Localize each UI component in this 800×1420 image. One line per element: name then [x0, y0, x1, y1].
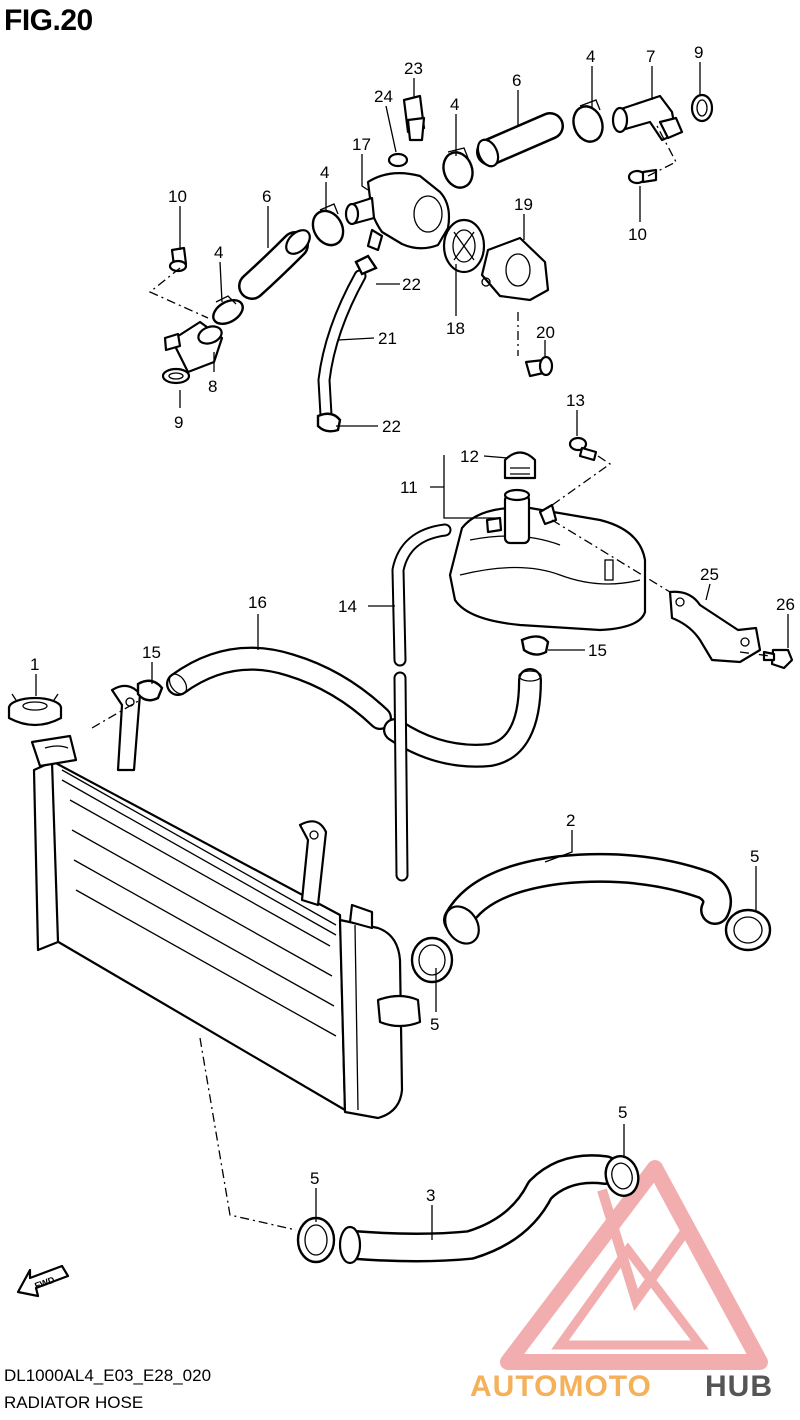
callout-14: 14 — [338, 597, 357, 616]
clamp-5-d — [604, 1155, 640, 1197]
clamp-5-b — [724, 908, 772, 952]
forward-arrow-icon — [16, 1264, 70, 1298]
callout-20: 20 — [536, 323, 555, 342]
callout-3: 3 — [426, 1186, 435, 1205]
clamp-4-a — [311, 203, 345, 247]
thermostat — [442, 218, 486, 274]
callout-16: 16 — [248, 593, 267, 612]
clamp-5-a — [410, 936, 454, 984]
callout-17: 17 — [352, 135, 371, 154]
automotohub-watermark-logo — [500, 1160, 768, 1370]
callout-21: 21 — [378, 329, 397, 348]
leader-lines — [35, 62, 789, 1240]
callout-10b: 10 — [168, 187, 187, 206]
callout-labels: 1 2 3 4 4 4 4 5 5 5 5 6 6 7 8 9 9 10 10 … — [30, 43, 795, 1205]
callout-5a: 5 — [430, 1015, 439, 1034]
hose-14 — [391, 523, 452, 882]
figure-label: FIG.20 — [4, 4, 93, 37]
callout-6b: 6 — [512, 71, 521, 90]
callout-9a: 9 — [694, 43, 703, 62]
callout-5b: 5 — [750, 847, 759, 866]
clamp-15-left — [136, 679, 164, 702]
callout-19: 19 — [514, 195, 533, 214]
water-pipe-8 — [163, 320, 224, 374]
hose-21 — [317, 269, 367, 422]
o-ring-9-right — [690, 93, 714, 123]
callout-4a: 4 — [320, 163, 329, 182]
bolt-26 — [762, 648, 794, 670]
callout-8: 8 — [208, 377, 217, 396]
callout-11: 11 — [400, 478, 418, 497]
callout-15a: 15 — [588, 641, 607, 660]
o-ring-9-left — [161, 367, 191, 385]
thermostat-housing — [344, 171, 451, 252]
callout-2: 2 — [566, 811, 575, 830]
callout-10a: 10 — [628, 225, 647, 244]
callout-22a: 22 — [402, 275, 421, 294]
callout-1: 1 — [30, 655, 39, 674]
radiator-core — [30, 684, 422, 1120]
bolt-10-left — [168, 246, 188, 273]
callout-5d: 5 — [618, 1103, 627, 1122]
clamp-5-c — [296, 1216, 336, 1264]
callout-12: 12 — [460, 447, 479, 466]
gasket-24 — [387, 152, 409, 168]
bolt-20 — [524, 355, 554, 378]
model-code: DL1000AL4_E03_E28_020 — [4, 1366, 212, 1385]
reservoir-tank — [448, 488, 647, 632]
tank-bracket — [668, 590, 762, 664]
clamp-4-c — [572, 99, 604, 143]
alignment-lines — [91, 123, 771, 1231]
callout-25: 25 — [700, 565, 719, 584]
clamp-15-right — [520, 635, 550, 656]
thermostat-cover — [480, 236, 550, 302]
water-pipe-7 — [611, 94, 684, 142]
hose-2 — [443, 852, 732, 945]
callout-4b: 4 — [450, 95, 459, 114]
bolt-10-right — [627, 168, 658, 185]
callout-7: 7 — [646, 47, 655, 66]
hose-6-right — [476, 112, 564, 168]
callout-6a: 6 — [262, 187, 271, 206]
callout-23: 23 — [404, 59, 423, 78]
bolt-13 — [568, 436, 598, 462]
temperature-sensor — [402, 94, 426, 142]
clamp-4-b — [442, 147, 474, 189]
hose-16 — [166, 646, 542, 768]
callout-18: 18 — [446, 319, 465, 338]
tank-cap — [503, 451, 537, 480]
callout-24: 24 — [374, 87, 393, 106]
callout-26: 26 — [776, 595, 795, 614]
hose-3 — [338, 1154, 620, 1265]
clamp-22-upper — [354, 254, 378, 276]
callout-4c: 4 — [586, 47, 595, 66]
watermark-brand-part2: HUB — [705, 1370, 773, 1403]
clamp-4-d — [212, 295, 244, 325]
clamp-22-lower — [316, 412, 342, 433]
radiator-cap — [7, 693, 63, 727]
diagram-title: RADIATOR HOSE — [4, 1393, 144, 1412]
callout-5c: 5 — [310, 1169, 319, 1188]
callout-4d: 4 — [214, 243, 223, 262]
hose-6-left — [238, 229, 311, 300]
callout-13: 13 — [566, 391, 585, 410]
callout-9b: 9 — [174, 413, 183, 432]
callout-22b: 22 — [382, 417, 401, 436]
callout-15b: 15 — [142, 643, 161, 662]
watermark-brand-part1: AUTOMOTO — [470, 1370, 652, 1403]
